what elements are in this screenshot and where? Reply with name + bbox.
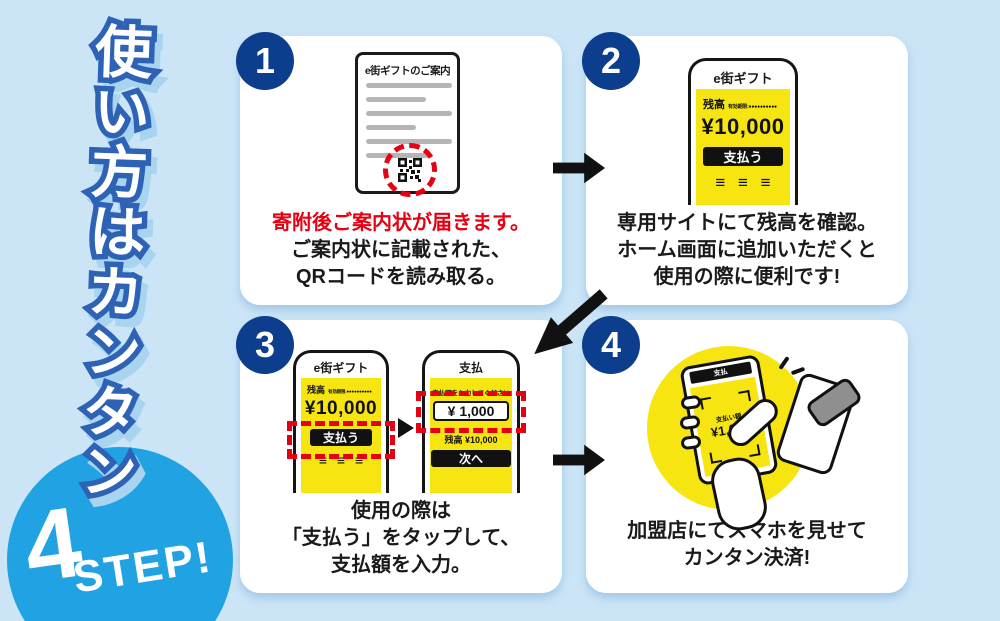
amount-input[interactable]: ¥ 1,000 (433, 401, 509, 421)
caption-line: 使用の際に便利です! (653, 266, 841, 288)
vertical-page-title: 使い方はカンタン 使い方はカンタン 使い方はカンタン (65, 15, 162, 523)
balance-amount: ¥10,000 (304, 398, 378, 419)
arrow-right-icon (553, 150, 605, 186)
caption-line: 専用サイトにて残高を確認。 (617, 212, 877, 234)
arrow-right-icon (553, 442, 605, 478)
document-text-line (366, 125, 416, 130)
balance-note: 残高 ¥10,000 (444, 435, 498, 445)
pay-button[interactable]: 支払う (703, 147, 783, 166)
balance-phone-mockup-small: e街ギフト 残高 有効期限:●●●●●●●●●● ¥10,000 支払う ≡ ≡… (287, 350, 395, 493)
caption-line: 使用の際は (351, 500, 451, 522)
caption-line: QRコードを読み取る。 (296, 266, 506, 288)
balance-label: 残高 (307, 385, 326, 395)
phone-app-title: e街ギフト (713, 71, 773, 86)
pay-button-highlight-dashed-box (287, 421, 395, 459)
caption-line: ご案内状に記載された、 (291, 239, 511, 261)
guide-letter-illustration: e街ギフトのご案内 (355, 52, 460, 197)
step-card-4: 4 支払 支払い額 ¥1,000 (582, 316, 908, 593)
document-text-line (366, 111, 452, 116)
phone-screen: 残高 有効期限:●●●●●●●●●● ¥10,000 支払う ≡ ≡ ≡ (696, 89, 790, 205)
validity-text: 有効期限:●●●●●●●●●● (328, 389, 372, 394)
step-card-2: 2 e街ギフト 残高 有効期限:●●●●●●●●●● ¥10,000 支払う ≡… (582, 32, 908, 305)
step-number-badge: 2 (582, 32, 640, 90)
frame-bracket-icon (699, 396, 713, 410)
step2-caption: 専用サイトにて残高を確認。 ホーム画面に追加いただくと 使用の際に便利です! (586, 210, 908, 291)
menu-lines-icon[interactable]: ≡ ≡ ≡ (715, 173, 771, 192)
balance-phone-mockup: e街ギフト 残高 有効期限:●●●●●●●●●● ¥10,000 支払う ≡ ≡… (688, 58, 798, 205)
step-number-badge: 1 (236, 32, 294, 90)
pay-button[interactable]: 支払う (310, 429, 372, 446)
step4-caption: 加盟店にてスマホを見せて カンタン決済! (586, 518, 908, 572)
amount-input-highlight-dashed-box (416, 391, 526, 433)
next-button[interactable]: 次へ (431, 450, 511, 467)
document-text-line (366, 139, 452, 144)
validity-text: 有効期限:●●●●●●●●●● (728, 104, 777, 110)
step-card-3: 3 e街ギフト 残高 有効期限:●●●●●●●●●● ¥10,000 支払う ≡… (236, 316, 562, 593)
frame-bracket-icon (747, 444, 761, 457)
frame-bracket-icon (738, 390, 752, 403)
caption-line: 「支払う」をタップして、 (281, 527, 521, 549)
payment-phone-mockup: 支払 支払額を入力してください ¥ 1,000 残高 ¥10,000 次へ (416, 350, 526, 493)
qr-highlight-dashed-circle (383, 143, 437, 197)
arrow-down-left-icon (521, 279, 617, 370)
step3-caption: 使用の際は 「支払う」をタップして、 支払額を入力。 (240, 498, 562, 579)
step-number-badge: 3 (236, 316, 294, 374)
step1-caption: 寄附後ご案内状が届きます。 ご案内状に記載された、 QRコードを読み取る。 (240, 210, 562, 291)
step-card-1: 1 e街ギフトのご案内 寄附後ご案内状が届きます。 ご案内状に記載された、 (236, 32, 562, 305)
balance-amount: ¥10,000 (701, 114, 785, 139)
caption-line: 支払額を入力。 (331, 554, 471, 576)
step-count-badge: 4 STEP! (7, 447, 233, 621)
caption-line: カンタン決済! (683, 547, 811, 569)
document-text-line (366, 83, 452, 88)
phone-app-title: e街ギフト (313, 361, 369, 375)
document-title: e街ギフトのご案内 (364, 65, 451, 77)
caption-line: 加盟店にてスマホを見せて (627, 520, 867, 542)
phone-app-title: 支払 (458, 361, 483, 375)
caption-line: ホーム画面に追加いただくと (617, 239, 877, 261)
caption-highlight-line: 寄附後ご案内状が届きます。 (272, 212, 530, 234)
transition-triangle-icon (398, 418, 414, 438)
balance-label: 残高 (703, 99, 725, 111)
qr-code-icon (398, 158, 422, 182)
badge-step-label: STEP! (69, 532, 216, 603)
step-number-badge: 4 (582, 316, 640, 374)
document-text-line (366, 97, 426, 102)
merchant-payment-illustration: 支払 支払い額 ¥1,000 (586, 320, 908, 535)
